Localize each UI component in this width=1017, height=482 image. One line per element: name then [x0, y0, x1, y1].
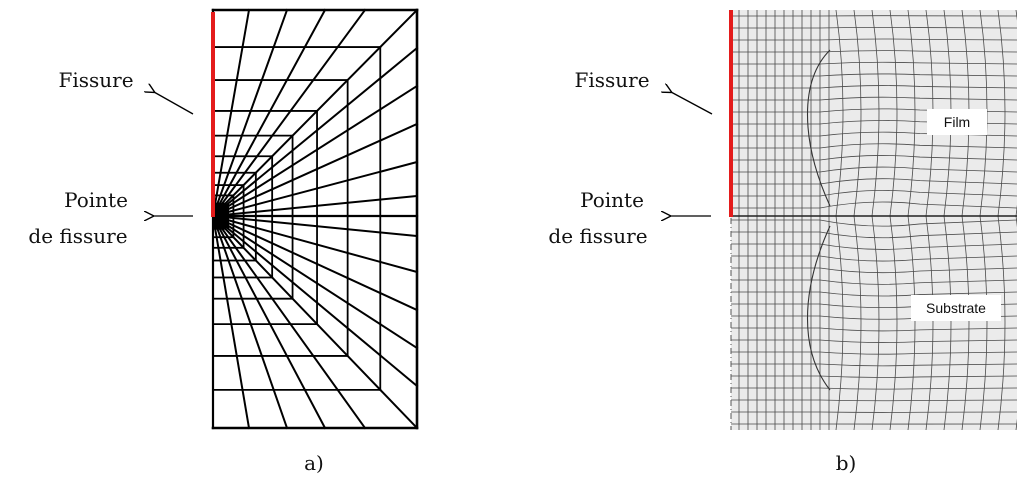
mesh-b-column [997, 215, 1006, 431]
mesh-b-column [853, 215, 862, 431]
mesh-a-ray [211, 8, 367, 218]
mesh-b-row [731, 291, 1017, 297]
mesh-b-row [731, 243, 1017, 250]
mesh-b-row [731, 108, 1017, 113]
mesh-b-column [979, 215, 988, 431]
mesh-b-row [731, 85, 1017, 89]
mesh-b-row [731, 363, 1017, 367]
mesh-a-ray [211, 214, 419, 350]
mesh-a-ray [211, 214, 419, 388]
panel-b: Film Substrate Fissure Pointe de fissure… [548, 9, 1017, 475]
mesh-b-column [907, 215, 916, 431]
mesh-b-row [731, 38, 1017, 41]
mesh-a-ray [211, 214, 367, 430]
mesh-b-row [731, 339, 1017, 343]
mesh-b-row [731, 231, 1017, 239]
tip-label-a-line2: de fissure [28, 224, 127, 248]
caption-a: a) [304, 451, 324, 475]
mesh-b-transition [806, 225, 831, 391]
mesh-a-ray [211, 8, 419, 218]
panel-a: Fissure Pointe de fissure a) [28, 8, 419, 475]
mesh-b-row [731, 120, 1017, 125]
mesh-b-row [731, 351, 1017, 355]
mesh-a-ray [211, 84, 419, 218]
mesh-b-row [731, 155, 1017, 161]
mesh-b-column [871, 215, 880, 431]
mesh-a-ray [211, 214, 419, 430]
mesh-a-ray [211, 214, 251, 430]
mesh-a-ray [211, 8, 251, 218]
mesh-b-column [907, 9, 916, 217]
mesh-b-row [731, 201, 1017, 209]
mesh-a-ray [211, 214, 419, 274]
mesh-b-column [925, 215, 934, 431]
mesh-b-column [961, 215, 970, 431]
film-label-box [927, 109, 987, 135]
tip-label-b-line2: de fissure [548, 224, 647, 248]
crack-label-a: Fissure [58, 68, 133, 92]
mesh-b-column [835, 215, 844, 431]
mesh-b-row [731, 96, 1017, 101]
mesh-b-row [731, 143, 1017, 149]
crack-arrow-b [671, 92, 713, 115]
mesh-b-column [943, 215, 952, 431]
mesh-b-row [731, 61, 1017, 65]
mesh-b-row [731, 189, 1017, 197]
tip-label-b-line1: Pointe [580, 188, 644, 212]
mesh-a-tip-cluster [213, 204, 229, 228]
mesh-a [211, 8, 419, 430]
crack-arrow-a [154, 92, 194, 115]
mesh-b-column [871, 9, 880, 217]
mesh-b-row [731, 166, 1017, 173]
mesh-a-ray [211, 214, 327, 430]
mesh-b-row [731, 267, 1017, 274]
mesh-b-row [731, 73, 1017, 77]
mesh-b-row [731, 375, 1017, 378]
mesh-a-ray [211, 214, 419, 238]
mesh-b-row [731, 387, 1017, 390]
mesh-b-row [731, 327, 1017, 332]
mesh-b-column [889, 215, 898, 431]
mesh-b-row [731, 131, 1017, 137]
mesh-b-row [731, 219, 1017, 227]
mesh-a-ray [211, 214, 419, 312]
mesh-b-row [731, 178, 1017, 185]
mesh-b-column [835, 9, 844, 217]
mesh-a-ray [211, 46, 419, 218]
mesh-b-row [731, 279, 1017, 285]
mesh-a-ray [211, 8, 327, 218]
film-label: Film [944, 114, 970, 130]
substrate-label-box [911, 295, 1001, 321]
caption-b: b) [836, 451, 857, 475]
mesh-b-row [731, 50, 1017, 53]
mesh-b-column [853, 9, 862, 217]
mesh-a-ray [211, 194, 419, 218]
mesh-b-column [889, 9, 898, 217]
mesh-b-transition [806, 49, 831, 207]
crack-label-b: Fissure [574, 68, 649, 92]
tip-label-a-line1: Pointe [64, 188, 128, 212]
substrate-label: Substrate [926, 300, 986, 316]
mesh-b-row [731, 255, 1017, 262]
mesh-a-ray [211, 214, 289, 430]
mesh-b-row [731, 399, 1017, 402]
mesh-a-ray [211, 8, 289, 218]
mesh-a-ray [211, 122, 419, 218]
mesh-b-column [997, 9, 1006, 217]
mesh-a-ray [211, 160, 419, 218]
mesh-b-row [731, 26, 1017, 29]
